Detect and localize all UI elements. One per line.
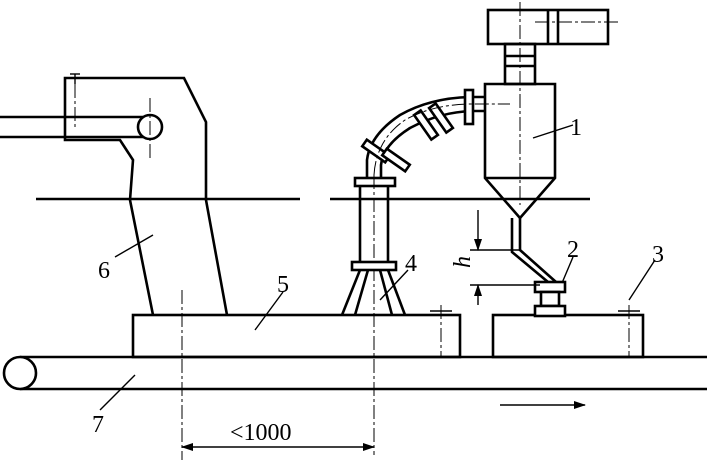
label-6: 6: [98, 258, 110, 284]
leader-lines: [99, 124, 656, 411]
height-dimension: [470, 210, 540, 305]
label-7: 7: [92, 412, 104, 438]
label-2: 2: [567, 237, 579, 263]
ladle-car: [131, 305, 462, 359]
height-symbol: h: [450, 256, 476, 268]
distance-label: <1000: [230, 420, 292, 446]
label-4: 4: [405, 251, 417, 277]
feed-pipe: [340, 88, 510, 455]
hopper: [483, 2, 620, 283]
nozzle: [533, 280, 567, 318]
label-5: 5: [277, 272, 289, 298]
conveyor-belt: [2, 355, 707, 391]
crane-arm: [0, 73, 229, 316]
label-1: 1: [570, 115, 582, 141]
label-3: 3: [652, 242, 664, 268]
distance-dimension: [181, 290, 375, 460]
mould-car: [491, 305, 645, 359]
